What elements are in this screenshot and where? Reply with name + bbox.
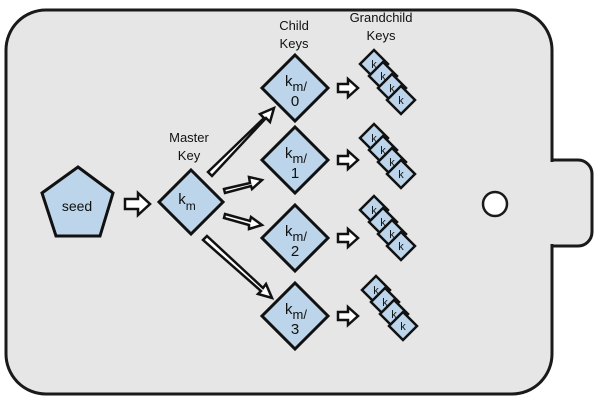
grandchild-key-text: k xyxy=(389,229,395,241)
grandchild-key-text: k xyxy=(391,309,397,321)
seed-node: seed xyxy=(40,165,115,238)
child-key-text: km/ xyxy=(285,145,307,166)
grandchild-key-text: k xyxy=(389,83,395,95)
grandchild-key-text: k xyxy=(398,241,404,253)
child-key-index: 0 xyxy=(291,93,299,110)
seed-label: seed xyxy=(62,198,92,214)
child-key-text: km/ xyxy=(285,301,307,322)
arrow-seed-to-master xyxy=(123,190,152,218)
master-key-text: km xyxy=(178,191,196,213)
arrow-master-to-child-0 xyxy=(206,105,276,178)
grandchild-keys-label-line2: Keys xyxy=(367,28,396,43)
arrow-child-to-grandchildren-3 xyxy=(336,304,360,328)
grandchild-key-text: k xyxy=(398,169,404,181)
grandchild-key-text: k xyxy=(380,145,386,157)
child-keys-label-line1: Child xyxy=(279,18,309,33)
child-key-text: km/ xyxy=(285,73,307,94)
arrow-child-to-grandchildren-0 xyxy=(336,76,360,100)
master-key-node: km xyxy=(156,167,226,237)
arrow-child-to-grandchildren-1 xyxy=(336,148,360,172)
grandchild-keys-label-line1: Grandchild xyxy=(350,10,413,25)
grandchild-key-text: k xyxy=(382,297,388,309)
grandchild-key-node: k xyxy=(385,158,417,190)
child-key-text: km/ xyxy=(285,223,307,244)
grandchild-key-text: k xyxy=(371,205,377,217)
child-key-node-0: km/0 xyxy=(259,52,331,124)
grandchild-key-text: k xyxy=(400,321,406,333)
grandchild-key-text: k xyxy=(380,217,386,229)
child-key-node-3: km/3 xyxy=(259,280,331,352)
grandchild-key-text: k xyxy=(371,133,377,145)
grandchild-key-node: k xyxy=(387,310,419,342)
child-key-index: 3 xyxy=(291,321,299,338)
child-key-index: 1 xyxy=(291,165,299,182)
wallet-clasp-button xyxy=(481,190,509,218)
grandchild-key-text: k xyxy=(371,59,377,71)
grandchild-key-node: k xyxy=(385,230,417,262)
arrow-master-to-child-2 xyxy=(222,212,265,231)
child-key-node-1: km/1 xyxy=(259,124,331,196)
child-key-index: 2 xyxy=(291,243,299,260)
master-key-label-line1: Master xyxy=(169,130,209,145)
arrow-master-to-child-1 xyxy=(222,175,265,195)
grandchild-key-text: k xyxy=(398,95,404,107)
grandchild-key-text: k xyxy=(380,71,386,83)
master-key-label-line2: Key xyxy=(178,148,201,163)
child-key-node-2: km/2 xyxy=(259,202,331,274)
child-keys-group: km/0km/1km/2km/3 xyxy=(259,52,360,352)
arrow-child-to-grandchildren-2 xyxy=(336,226,360,250)
grandchild-key-text: k xyxy=(373,285,379,297)
grandchild-key-text: k xyxy=(389,157,395,169)
arrow-master-to-child-3 xyxy=(201,234,275,300)
child-keys-label-line2: Keys xyxy=(280,36,309,51)
grandchild-key-node: k xyxy=(385,84,417,116)
